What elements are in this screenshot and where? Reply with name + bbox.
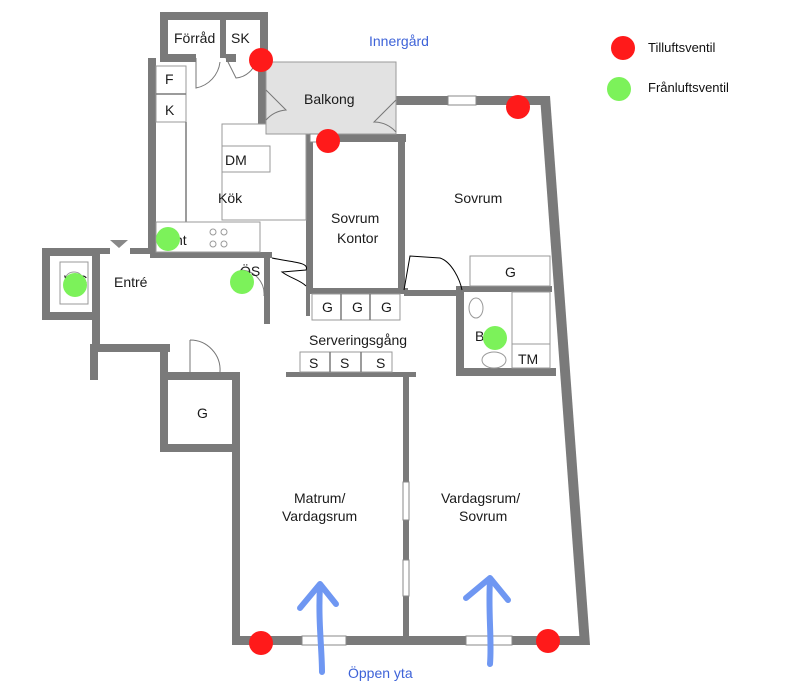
supply-vents [249, 48, 560, 655]
label-g-bath: G [505, 264, 516, 280]
label-sovrum: Sovrum [454, 190, 502, 206]
supply-vent-icon [536, 629, 560, 653]
label-kitchen-unit: nt [175, 232, 187, 248]
label-balkong: Balkong [304, 91, 355, 107]
label-s-cabinet-2: S [340, 355, 349, 371]
legend: Tilluftsventil Frånluftsventil [607, 36, 729, 101]
supply-vent-icon [249, 631, 273, 655]
arrow-head-icon [297, 581, 339, 611]
label-forrad: Förråd [174, 30, 215, 46]
label-serveringsgang: Serveringsgång [309, 332, 407, 348]
arrow-up-icon [316, 583, 325, 675]
label-matrum-1: Matrum/ [294, 490, 345, 506]
label-g-closet-3: G [381, 299, 392, 315]
supply-vent-icon [316, 129, 340, 153]
legend-exhaust-label: Frånluftsventil [648, 80, 729, 95]
legend-supply-label: Tilluftsventil [648, 40, 716, 55]
label-matrum-2: Vardagsrum [282, 508, 357, 524]
exhaust-vent-icon [483, 326, 507, 350]
legend-exhaust-icon [607, 77, 631, 101]
supply-vent-icon [506, 95, 530, 119]
supply-vent-icon [249, 48, 273, 72]
label-dm: DM [225, 152, 247, 168]
label-kok: Kök [218, 190, 243, 206]
label-sovrum-kontor-2: Kontor [337, 230, 379, 246]
label-f: F [165, 71, 174, 87]
label-tm: TM [518, 351, 538, 367]
exhaust-vent-icon [230, 270, 254, 294]
label-k: K [165, 102, 175, 118]
label-vardagsrum-1: Vardagsrum/ [441, 490, 520, 506]
label-b: B [475, 328, 484, 344]
airflow-arrows [297, 575, 511, 675]
label-open-area: Öppen yta [348, 664, 413, 681]
fixtures [59, 65, 551, 373]
label-g-closet-1: G [322, 299, 333, 315]
label-sovrum-kontor-1: Sovrum [331, 210, 379, 226]
exhaust-vent-icon [156, 227, 180, 251]
exhaust-vent-icon [63, 273, 87, 297]
label-sk: SK [231, 30, 250, 46]
label-g-hall: G [197, 405, 208, 421]
label-s-cabinet-3: S [376, 355, 385, 371]
label-vardagsrum-2: Sovrum [459, 508, 507, 524]
label-courtyard: Innergård [369, 33, 429, 49]
legend-supply-icon [611, 36, 635, 60]
label-g-closet-2: G [352, 299, 363, 315]
exhaust-vents [63, 227, 507, 350]
label-entre: Entré [114, 274, 148, 290]
label-s-cabinet-1: S [309, 355, 318, 371]
arrow-head-icon [463, 575, 511, 603]
arrow-up-icon [486, 577, 494, 667]
